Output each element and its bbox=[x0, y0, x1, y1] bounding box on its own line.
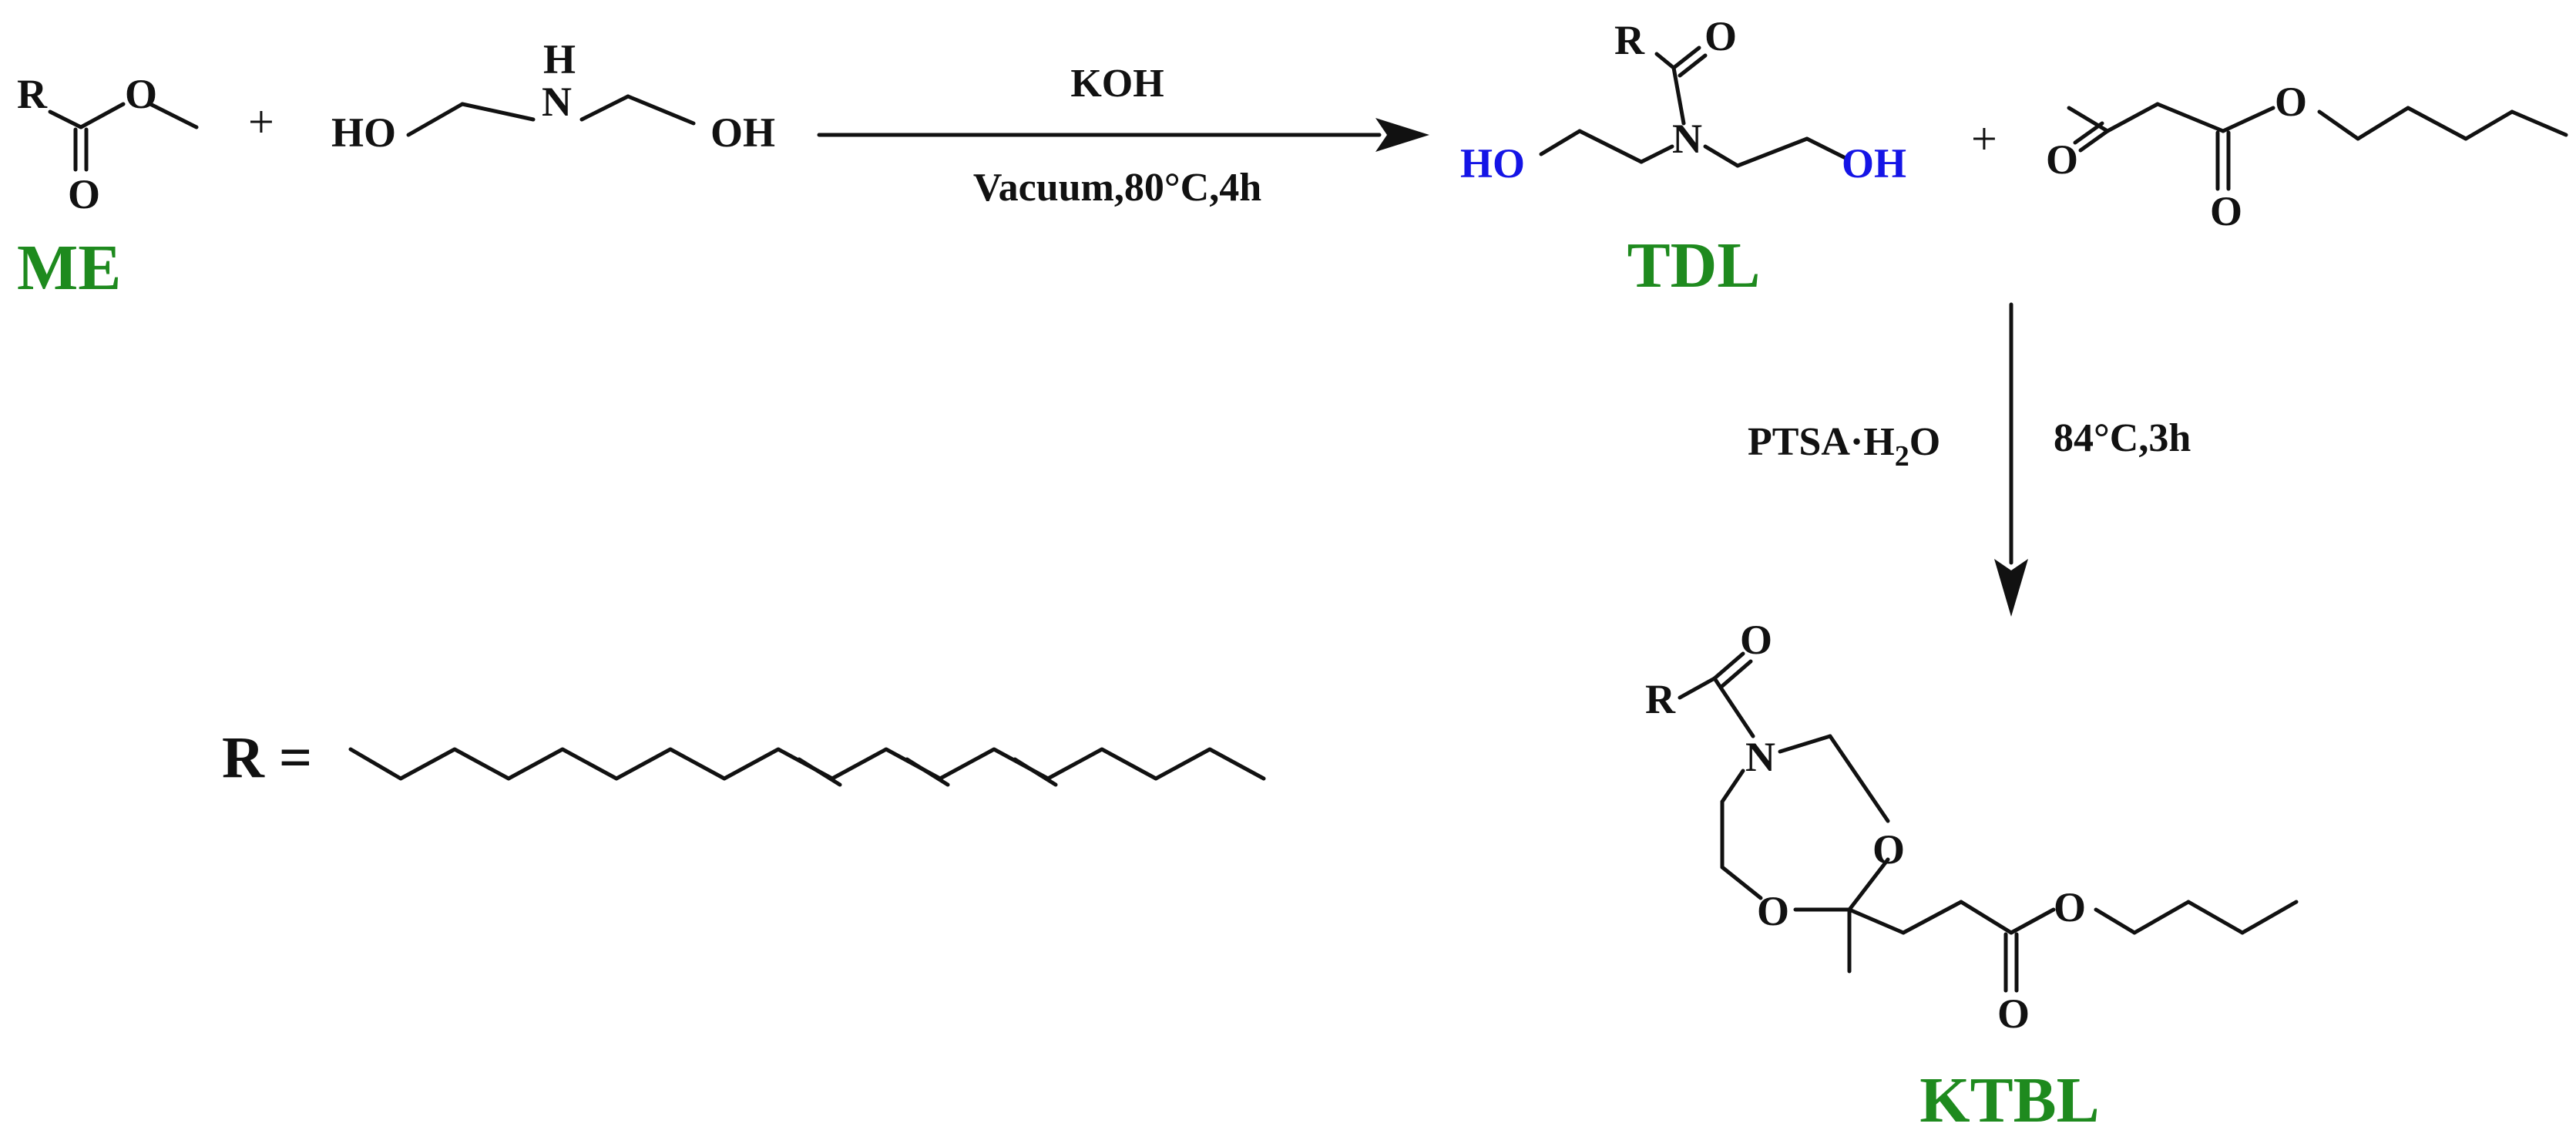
double-bond bbox=[1720, 659, 1753, 688]
atom-o: O bbox=[2054, 884, 2086, 930]
bond bbox=[1901, 900, 1963, 935]
bond bbox=[2317, 109, 2360, 141]
bond bbox=[2186, 900, 2245, 935]
bond bbox=[79, 102, 126, 130]
atom-oh: OH bbox=[710, 109, 775, 156]
diethanolamine-structure: HO H N OH bbox=[331, 36, 775, 156]
ktbl-structure: R O N O O O O bbox=[1645, 617, 2299, 1037]
step2-reagent-subscript: 2 bbox=[1895, 440, 1909, 473]
tdl-structure: R O N HO OH bbox=[1460, 13, 1906, 187]
atom-r: R bbox=[17, 71, 48, 117]
atom-o: O bbox=[2046, 136, 2078, 183]
bond bbox=[2240, 900, 2299, 935]
bond bbox=[1735, 136, 1809, 168]
atom-n: N bbox=[1672, 116, 1702, 162]
bond bbox=[1703, 144, 1740, 168]
atom-oh: OH bbox=[1842, 140, 1906, 187]
plus-sign: + bbox=[248, 96, 274, 147]
bond bbox=[1577, 129, 1644, 164]
bond bbox=[1805, 136, 1848, 160]
methyl-ester-structure: R O O bbox=[17, 71, 199, 217]
double-bond bbox=[2078, 129, 2110, 153]
double-bond bbox=[1013, 757, 1058, 787]
bond bbox=[1539, 129, 1582, 156]
atom-o: O bbox=[68, 171, 100, 217]
atom-ho: HO bbox=[331, 109, 396, 156]
r-group-definition: R = bbox=[222, 725, 312, 790]
reaction-arrow-step2 bbox=[1994, 302, 2028, 617]
step2-reagent-tail: O bbox=[1909, 420, 1940, 464]
double-bond bbox=[905, 757, 950, 787]
bond bbox=[1678, 676, 1717, 700]
step1-reagent: KOH bbox=[1070, 62, 1164, 106]
atom-o: O bbox=[125, 71, 157, 117]
bond bbox=[1654, 52, 1676, 70]
reaction-arrow-step1 bbox=[817, 118, 1429, 152]
arrow-head bbox=[1994, 559, 2028, 617]
bond bbox=[1847, 907, 1906, 935]
atom-n: N bbox=[1745, 734, 1775, 780]
bond bbox=[1639, 144, 1674, 164]
bond bbox=[1778, 734, 1832, 754]
atom-o: O bbox=[1757, 888, 1789, 934]
bond bbox=[2094, 907, 2137, 935]
plus-sign: + bbox=[1971, 113, 1997, 164]
bond bbox=[148, 102, 199, 130]
bond bbox=[2510, 109, 2568, 137]
bond bbox=[460, 102, 536, 122]
bond bbox=[2009, 907, 2056, 935]
bond bbox=[2155, 102, 2225, 133]
compound-label-me: ME bbox=[17, 232, 121, 304]
bond bbox=[1671, 66, 1686, 126]
bond bbox=[1847, 857, 1890, 912]
step2-reagent: PTSA·H2O bbox=[1748, 420, 1940, 473]
double-bond bbox=[1712, 651, 1745, 681]
bond bbox=[1712, 676, 1755, 738]
bond bbox=[2463, 109, 2514, 141]
atom-h: H bbox=[543, 36, 576, 82]
bond bbox=[2406, 106, 2468, 141]
bond bbox=[579, 94, 630, 122]
compound-label-tdl: TDL bbox=[1627, 230, 1761, 301]
atom-o: O bbox=[1872, 826, 1905, 873]
atom-n: N bbox=[542, 79, 572, 125]
bond bbox=[406, 102, 465, 137]
atom-r: R bbox=[1645, 676, 1676, 722]
atom-o: O bbox=[2210, 188, 2242, 234]
bond bbox=[1720, 769, 1745, 804]
double-bond bbox=[797, 757, 842, 787]
step2-reagent-main: PTSA·H bbox=[1748, 420, 1895, 464]
bond bbox=[1959, 900, 2013, 935]
step1-conditions: Vacuum,80°C,4h bbox=[973, 166, 1261, 210]
step2-conditions: 84°C,3h bbox=[2054, 416, 2191, 460]
bond bbox=[1828, 734, 1890, 823]
bond bbox=[2132, 900, 2191, 935]
atom-o: O bbox=[1704, 13, 1737, 59]
bond bbox=[2105, 102, 2160, 133]
double-bond bbox=[1678, 53, 1708, 78]
double-bond bbox=[1671, 45, 1701, 70]
double-bond bbox=[2073, 121, 2104, 145]
butyl-levulinate-structure: O O O bbox=[2046, 79, 2568, 234]
atom-o: O bbox=[2275, 79, 2307, 125]
bond bbox=[1720, 865, 1763, 900]
bond bbox=[48, 109, 83, 130]
atom-o: O bbox=[1740, 617, 1772, 663]
atom-ho: HO bbox=[1460, 140, 1525, 187]
bond bbox=[2221, 106, 2275, 133]
atom-r: R bbox=[1614, 17, 1645, 63]
bond bbox=[626, 94, 696, 126]
arrow-head bbox=[1375, 118, 1429, 152]
atom-o: O bbox=[1997, 991, 2030, 1037]
bond bbox=[2356, 106, 2410, 141]
bond bbox=[2067, 106, 2110, 133]
compound-label-ktbl: KTBL bbox=[1919, 1065, 2099, 1136]
r-group-chain bbox=[348, 747, 1266, 787]
